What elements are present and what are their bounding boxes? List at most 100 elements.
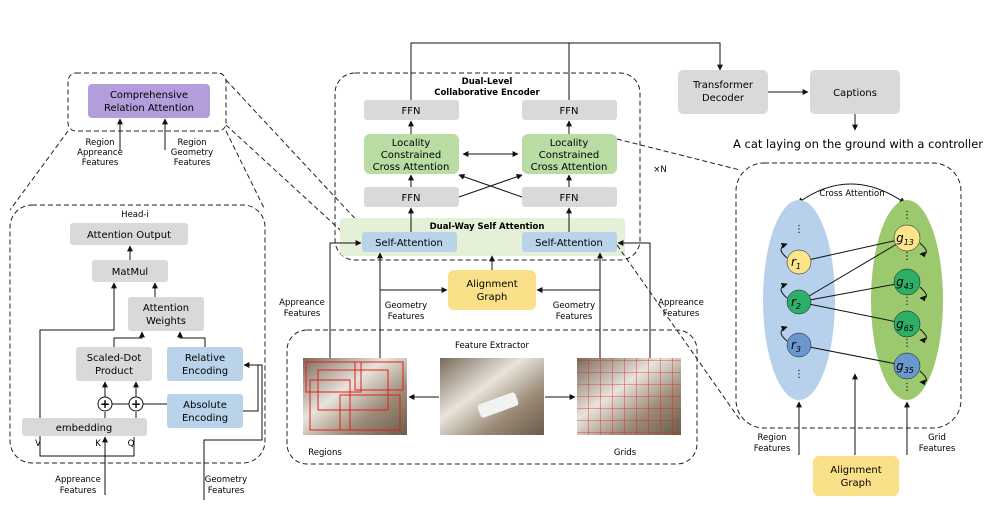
scaled-dot-label-1: Scaled-Dot (87, 353, 142, 364)
grids-label: Grids (614, 448, 637, 458)
appreance-features-bottom-2: Features (60, 486, 97, 496)
attention-weights-box (128, 297, 204, 331)
geometry-features-bottom-2: Features (208, 486, 245, 496)
feature-extractor-frame (286, 329, 698, 465)
lcca-right-label-2: Constrained (539, 150, 599, 161)
scaled-dot-product-box (76, 347, 152, 381)
alignment-graph-center-1: Alignment (466, 279, 517, 290)
source-image (440, 358, 544, 435)
ffn-bottom-left-box (364, 187, 459, 207)
grid-node-g35 (893, 352, 921, 380)
grid-ellipsis-3: ⋮ (902, 338, 912, 349)
graph-dashed-frame (735, 162, 962, 429)
scaled-dot-label-2: Product (95, 366, 133, 377)
self-attention-left-label: Self-Attention (375, 238, 443, 249)
appreance-right-2: Features (663, 309, 700, 319)
region-app-label-2: Appreance (77, 148, 123, 158)
relative-encoding-label-2: Encoding (182, 366, 228, 377)
head-dashed-frame (9, 204, 266, 464)
regions-label: Regions (308, 448, 342, 458)
lcca-left-label-3: Cross Attention (373, 162, 450, 173)
r1-label: r1 (791, 255, 801, 271)
attention-weights-label-1: Attention (143, 303, 189, 314)
appreance-right-1: Appreance (658, 298, 704, 308)
region-ellipsis-top: ⋮ (794, 224, 804, 235)
alignment-graph-right-1: Alignment (830, 465, 881, 476)
g65-label: g65 (896, 317, 914, 333)
region-geo-label-2: Geometry (171, 148, 213, 158)
v-label: V (35, 439, 41, 449)
ffn-top-right-box (522, 100, 617, 120)
grid-ellipse (871, 200, 943, 400)
k-label: K (95, 439, 101, 449)
appreance-features-bottom-1: Appreance (55, 475, 101, 485)
region-node-r2 (786, 289, 812, 315)
grid-ellipsis-2: ⋮ (902, 296, 912, 307)
region-features-label-2: Features (754, 444, 791, 454)
grid-ellipsis-top: ⋮ (902, 210, 912, 221)
grid-node-g43 (893, 268, 921, 296)
ffn-bottom-right-box (522, 187, 617, 207)
encoder-title-2: Collaborative Encoder (434, 88, 540, 98)
region-geo-label-3: Features (174, 158, 211, 168)
lcca-right-box (522, 134, 617, 174)
r3-label: r3 (791, 338, 801, 354)
ffn-bottom-left-label: FFN (402, 193, 421, 204)
absolute-encoding-label-1: Absolute (183, 400, 227, 411)
region-app-label-3: Features (82, 158, 119, 168)
region-features-label-1: Region (757, 433, 786, 443)
r2-label: r2 (791, 295, 801, 311)
plus-icon-1: + (100, 397, 110, 411)
lcca-left-label-2: Constrained (381, 150, 441, 161)
comprehensive-relation-attention-box (88, 84, 210, 118)
relative-encoding-box (167, 347, 243, 381)
transformer-decoder-1: Transformer (692, 80, 754, 91)
ffn-top-left-label: FFN (402, 106, 421, 117)
comprehensive-label-2: Relation Attention (104, 103, 194, 114)
encoder-dashed-frame (334, 72, 641, 261)
head-title: Head-i (121, 210, 149, 220)
attention-output-label: Attention Output (87, 230, 171, 241)
relative-encoding-label-1: Relative (185, 353, 225, 364)
cross-attention-label: Cross Attention (819, 189, 884, 199)
geometry-left-2: Features (388, 312, 425, 322)
caption-text: A cat laying on the ground with a contro… (733, 137, 983, 151)
grid-node-g65 (893, 310, 921, 338)
alignment-graph-center-2: Graph (477, 292, 508, 303)
self-attention-right-box (522, 232, 617, 252)
grid-features-label-1: Grid (928, 433, 946, 443)
alignment-graph-center-box (448, 270, 536, 310)
embedding-box (22, 418, 147, 436)
matmul-label: MatMul (112, 267, 148, 278)
g35-label: g35 (896, 359, 914, 375)
q-label: Q (128, 439, 135, 449)
geometry-features-bottom-1: Geometry (205, 475, 247, 485)
absolute-encoding-box (167, 394, 243, 428)
geometry-right-1: Geometry (553, 301, 595, 311)
grid-ellipsis-1: ⋮ (902, 251, 912, 262)
appreance-left-2: Features (284, 309, 321, 319)
attention-output-box (70, 223, 188, 245)
absolute-encoding-label-2: Encoding (182, 413, 228, 424)
grid-features-label-2: Features (919, 444, 956, 454)
lcca-left-box (364, 134, 459, 174)
feature-extractor-title: Feature Extractor (455, 341, 529, 351)
encoder-title-1: Dual-Level (462, 77, 513, 87)
times-n-label: ×N (653, 165, 666, 175)
region-node-r3 (786, 332, 812, 358)
transformer-decoder-box (678, 70, 768, 114)
comprehensive-label-1: Comprehensive (110, 90, 188, 101)
region-ellipsis-bottom: ⋮ (794, 369, 804, 380)
lcca-left-label-1: Locality (392, 138, 431, 149)
geometry-right-2: Features (556, 312, 593, 322)
embedding-label: embedding (56, 423, 113, 434)
region-app-label-1: Region (85, 138, 114, 148)
ffn-bottom-right-label: FFN (560, 193, 579, 204)
matmul-box (92, 260, 168, 282)
plus-icon-2: + (131, 397, 141, 411)
region-node-r1 (786, 249, 812, 275)
alignment-graph-right-box (813, 456, 899, 496)
captions-box (810, 70, 900, 114)
alignment-graph-right-2: Graph (841, 478, 872, 489)
